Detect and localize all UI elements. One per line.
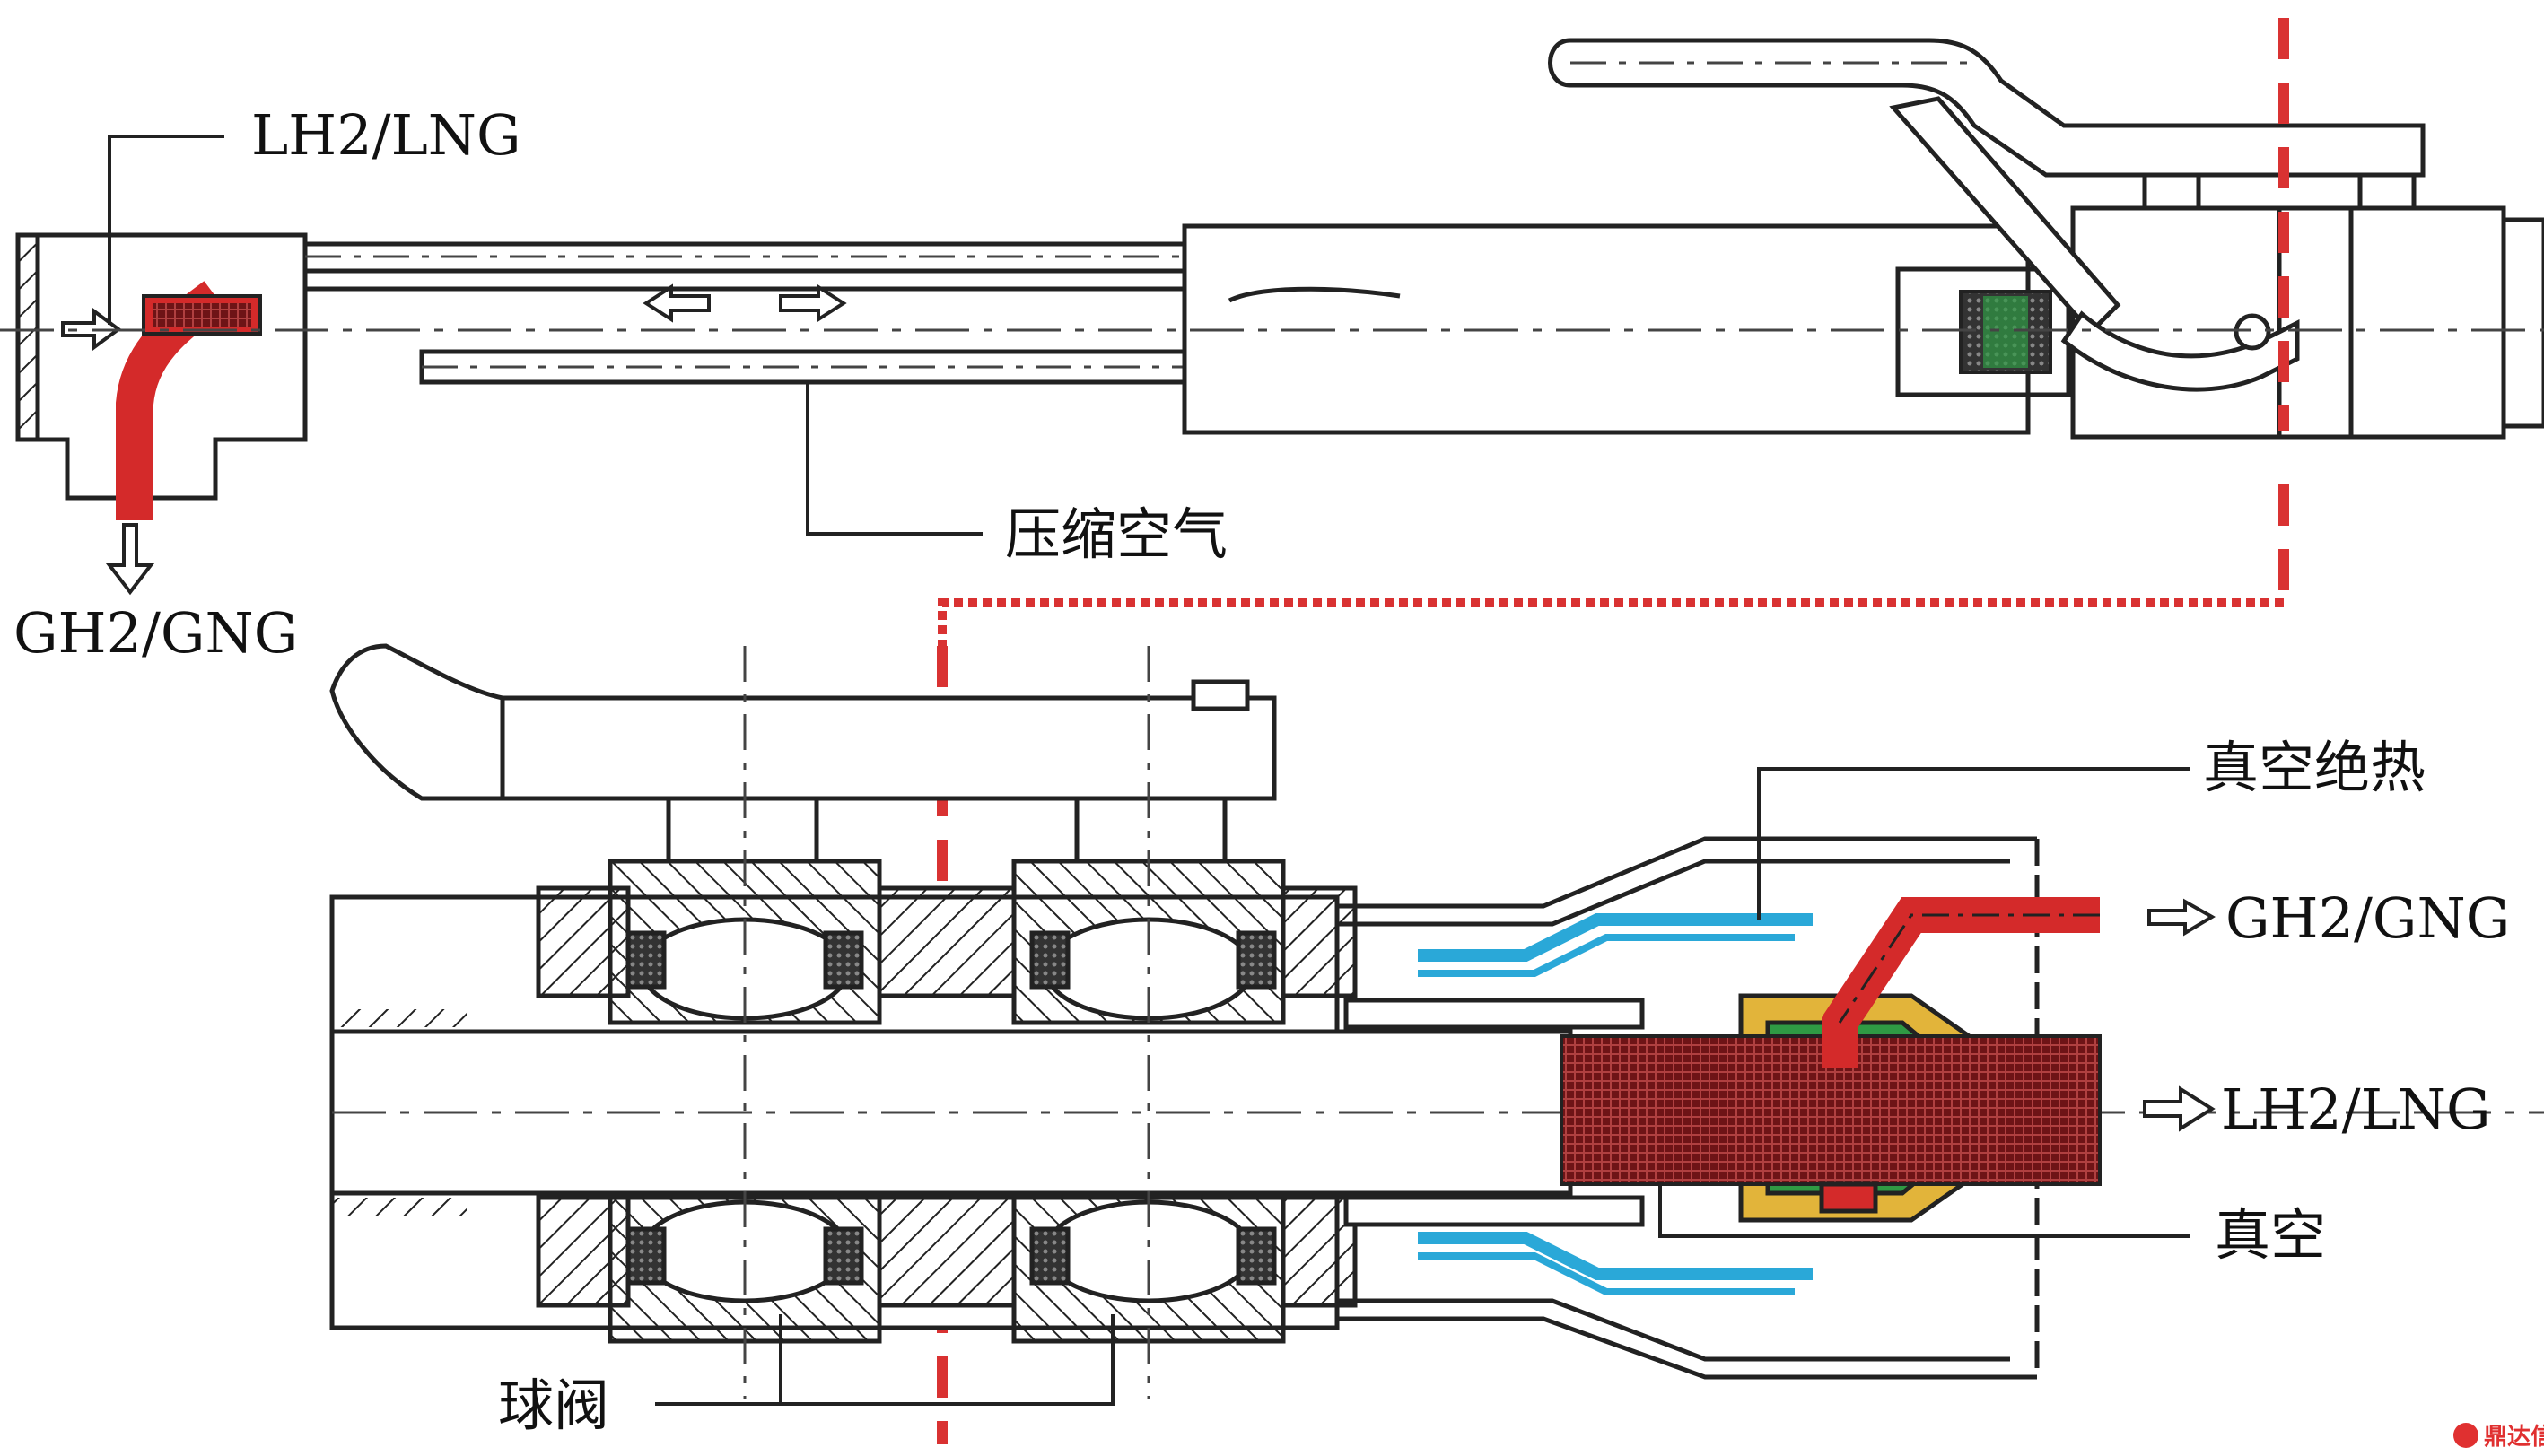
dingdaxin-logo-icon bbox=[2453, 1423, 2478, 1448]
label-ball-valve: 球阀 bbox=[498, 1373, 609, 1438]
label-top-outlet: GH2/GNG bbox=[13, 600, 298, 666]
labels: LH2/LNG GH2/GNG 压缩空气 真空绝热 GH2/GNG LH2/LN… bbox=[13, 102, 2510, 1438]
top-assembly bbox=[0, 38, 2544, 596]
label-top-inlet: LH2/LNG bbox=[251, 102, 521, 168]
label-right-inlet: GH2/GNG bbox=[2225, 885, 2510, 951]
label-right-outlet: LH2/LNG bbox=[2221, 1077, 2491, 1142]
watermark-text: 鼎达信 bbox=[2484, 1424, 2544, 1451]
label-compressed-air: 压缩空气 bbox=[1005, 501, 1228, 567]
label-vacuum: 真空 bbox=[2215, 1202, 2326, 1268]
watermark: 鼎达信 bbox=[2453, 1423, 2544, 1451]
bottom-assembly bbox=[329, 643, 2544, 1406]
label-vacuum-insulation: 真空绝热 bbox=[2203, 735, 2426, 800]
